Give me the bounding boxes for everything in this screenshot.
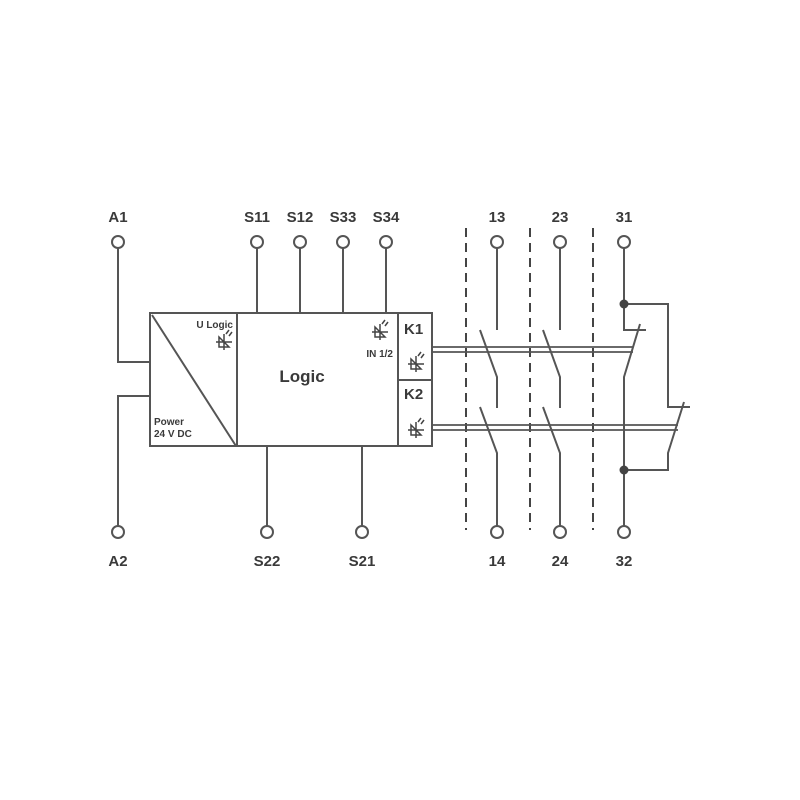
led-icon	[408, 351, 425, 372]
voltage-label: 24 V DC	[154, 429, 192, 440]
junction-dot	[619, 465, 629, 475]
terminal-label-s22: S22	[254, 553, 281, 570]
terminal-label-s11: S11	[244, 209, 270, 226]
led-icon	[408, 417, 425, 438]
relay-module-box	[149, 312, 433, 447]
terminal-label-23: 23	[552, 209, 569, 226]
led-icon	[216, 329, 233, 350]
terminal-label-24: 24	[552, 553, 569, 570]
u-logic-label: U Logic	[196, 320, 233, 331]
junction-dot	[619, 299, 629, 309]
k2-label: K2	[404, 386, 423, 403]
terminal-label-13: 13	[489, 209, 506, 226]
input-label: IN 1/2	[366, 349, 393, 360]
terminal-circles	[111, 235, 631, 539]
terminal-label-s33: S33	[330, 209, 357, 226]
terminal-label-14: 14	[489, 553, 506, 570]
separator-dashed-lines	[465, 228, 594, 530]
logic-label: Logic	[279, 367, 324, 386]
terminal-label-s21: S21	[349, 553, 376, 570]
relay-linkage	[432, 346, 678, 431]
k1-label: K1	[404, 321, 423, 338]
terminal-label-s34: S34	[373, 209, 400, 226]
terminal-label-31: 31	[616, 209, 633, 226]
led-icon	[372, 319, 389, 340]
power-label: Power	[154, 417, 184, 428]
terminal-label-a2: A2	[108, 553, 127, 570]
terminal-label-a1: A1	[108, 209, 127, 226]
terminal-label-s12: S12	[287, 209, 314, 226]
terminal-label-32: 32	[616, 553, 633, 570]
output-contacts	[479, 248, 690, 526]
input-wires	[117, 248, 387, 526]
